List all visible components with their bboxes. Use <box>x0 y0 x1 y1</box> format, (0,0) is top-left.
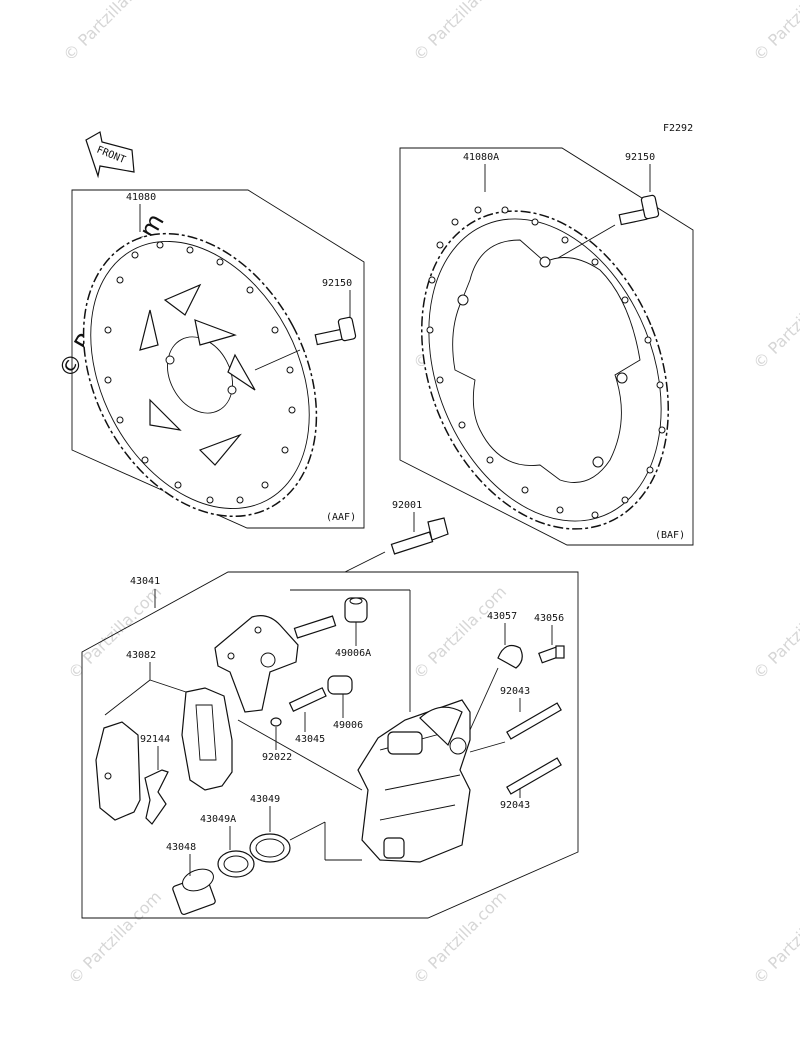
label-92150-right: 92150 <box>625 152 655 163</box>
bleeder-valve-43056 <box>538 645 565 664</box>
caliper-bracket <box>214 615 337 713</box>
label-43045: 43045 <box>295 734 325 745</box>
bushing-49006A <box>344 597 368 623</box>
piston-43048 <box>172 868 216 916</box>
label-43041: 43041 <box>130 576 160 587</box>
label-49006A: 49006A <box>335 648 371 659</box>
pad-pin-92043-top <box>506 702 562 740</box>
watermark-text: © Partzilla.com <box>749 272 800 373</box>
bolt-92150-right <box>618 194 660 226</box>
bolt-92150-left <box>314 316 357 346</box>
right-variant-label: (BAF) <box>655 530 685 541</box>
brake-disc-41080A <box>421 206 669 530</box>
left-variant-label: (AAF) <box>326 512 356 523</box>
left-disc-frame <box>71 189 365 529</box>
brake-disc-41080 <box>82 232 318 518</box>
figure-code: F2292 <box>663 123 693 134</box>
caliper-frame <box>81 571 579 919</box>
label-92043-bottom: 92043 <box>500 800 530 811</box>
pin-43045 <box>288 687 327 713</box>
left-disc-group: (AAF) 41080 <box>71 189 365 529</box>
bolt-92001 <box>390 517 449 555</box>
watermark-text: © Partzilla.com <box>409 582 510 683</box>
label-43048: 43048 <box>166 842 196 853</box>
brake-pad-backing <box>95 721 141 821</box>
label-43057: 43057 <box>487 611 517 622</box>
label-92001: 92001 <box>392 500 422 511</box>
watermark-text: © Partzilla.com <box>749 887 800 988</box>
watermark-text: © Partzilla.com <box>749 582 800 683</box>
bleeder-cap-43057 <box>497 645 523 669</box>
pad-pin-92043-bottom <box>506 757 562 795</box>
label-92150-left: 92150 <box>322 278 352 289</box>
watermark-text: © Partzilla.com <box>59 0 160 65</box>
right-disc-frame <box>399 147 694 546</box>
label-92022: 92022 <box>262 752 292 763</box>
label-43049A: 43049A <box>200 814 236 825</box>
watermark-text: © Partzilla.com <box>409 0 510 65</box>
watermark-text: © Partzilla.com <box>64 887 165 988</box>
boot-49006 <box>327 675 353 695</box>
watermark-text: © Partzilla.com <box>749 0 800 65</box>
right-disc-group: (BAF) 41080A 92150 <box>399 147 694 546</box>
dust-seal-43049A <box>217 850 255 878</box>
label-49006: 49006 <box>333 720 363 731</box>
label-41080A: 41080A <box>463 152 499 163</box>
caliper-assembly-group: 43041 92001 49006A 49006 <box>81 500 579 919</box>
label-43049: 43049 <box>250 794 280 805</box>
oring-92022 <box>270 717 282 727</box>
label-43082: 43082 <box>126 650 156 661</box>
label-43056: 43056 <box>534 613 564 624</box>
spring-92144 <box>144 769 169 825</box>
piston-seal-43049 <box>249 833 291 863</box>
brake-pad-43082 <box>181 687 233 791</box>
label-92043-top: 92043 <box>500 686 530 697</box>
watermark-text: © Partzilla.com <box>409 887 510 988</box>
caliper-body <box>357 699 471 863</box>
label-92144: 92144 <box>140 734 170 745</box>
front-arrow-icon: FRONT <box>85 131 135 179</box>
label-41080: 41080 <box>126 192 156 203</box>
